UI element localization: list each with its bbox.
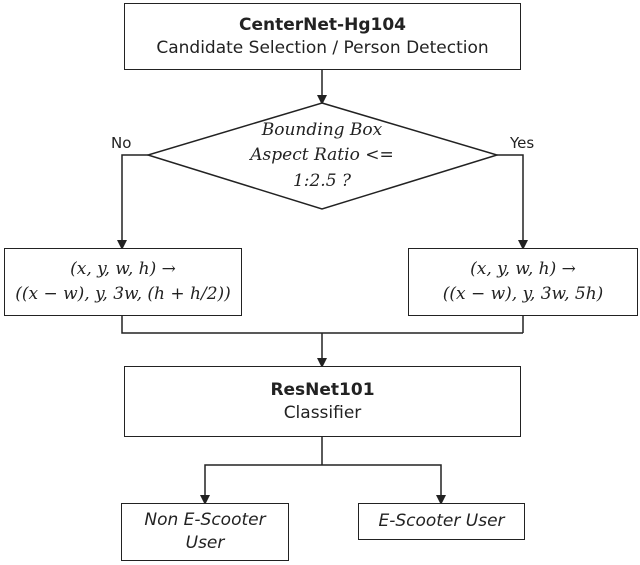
transform-box-left: (x, y, w, h) → ((x − w), y, 3w, (h + h/2… [4, 248, 242, 316]
arrow-to-user [322, 464, 446, 505]
centernet-subtitle: Candidate Selection / Person Detection [156, 37, 489, 58]
output-non-escooter-user: Non E-Scooter User [121, 503, 289, 561]
decision-diamond [145, 102, 500, 210]
arrow-no-branch [117, 154, 148, 250]
decision-line-3: 1:2.5 ? [292, 170, 352, 191]
centernet-box: CenterNet-Hg104 Candidate Selection / Pe… [124, 3, 521, 70]
output-escooter-user: E-Scooter User [358, 503, 525, 540]
decision-line-1: Bounding Box [261, 119, 383, 140]
transform-left-line-1: (x, y, w, h) → [70, 259, 176, 280]
branch-no-label: No [111, 134, 132, 152]
decision-text: Bounding Box Aspect Ratio <= 1:2.5 ? [222, 118, 422, 194]
transform-left-line-2: ((x − w), y, 3w, (h + h/2)) [15, 284, 231, 304]
centernet-title: CenterNet-Hg104 [239, 14, 406, 35]
arrow-yes-branch [497, 154, 528, 250]
transform-box-right: (x, y, w, h) → ((x − w), y, 3w, 5h) [408, 248, 638, 316]
output-non-line-2: User [185, 533, 225, 553]
decision-line-2: Aspect Ratio <= [250, 145, 394, 166]
output-non-line-1: Non E-Scooter [144, 510, 266, 531]
branch-yes-label: Yes [510, 134, 535, 152]
resnet-subtitle: Classifier [283, 402, 362, 423]
transform-right-line-1: (x, y, w, h) → [470, 259, 576, 280]
connector-left-merge [121, 316, 523, 334]
resnet-box: ResNet101 Classifier [124, 366, 521, 437]
transform-right-line-2: ((x − w), y, 3w, 5h) [442, 284, 604, 304]
arrow-to-non-user [200, 464, 322, 505]
resnet-title: ResNet101 [270, 379, 375, 400]
output-escooter-label: E-Scooter User [378, 511, 505, 532]
